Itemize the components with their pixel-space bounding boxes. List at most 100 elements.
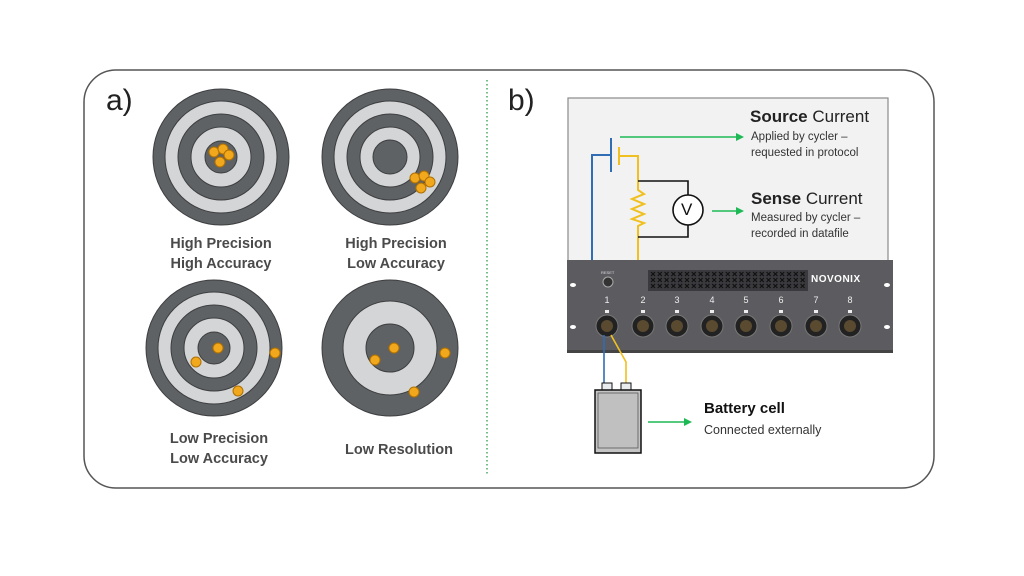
vent-slot [725, 283, 731, 289]
vent-slot [698, 283, 704, 289]
hit-dot [424, 176, 436, 188]
vent-slot [650, 283, 656, 289]
vent-slot [793, 271, 799, 277]
battery-subtitle: Connected externally [704, 423, 822, 437]
channel-connector-8 [838, 310, 862, 338]
target-label-4: Low Resolution [345, 442, 453, 458]
vent-slot [650, 277, 656, 283]
channel-number: 5 [743, 295, 749, 305]
target-3 [145, 279, 283, 417]
vent-slot [800, 271, 806, 277]
vent-slot [786, 283, 792, 289]
vent-slot [759, 271, 765, 277]
vent-slot [766, 271, 772, 277]
vent-slot [664, 277, 670, 283]
vent-slot [732, 271, 738, 277]
vent-slot [793, 277, 799, 283]
target-ring [372, 139, 408, 175]
hit-dot [415, 182, 427, 194]
channel-number: 3 [674, 295, 680, 305]
channel-number: 6 [778, 295, 784, 305]
channel-connector-3 [665, 310, 689, 338]
vent-slot [800, 277, 806, 283]
vent-slot [698, 271, 704, 277]
brand-logo: NOVONIX [811, 274, 861, 285]
sense-arrow [712, 207, 744, 215]
vent-slot [759, 283, 765, 289]
voltmeter-label: V [681, 200, 693, 219]
vent-slot [793, 283, 799, 289]
vent-slot [766, 283, 772, 289]
channel-connector-4 [700, 310, 724, 338]
vent-slot [772, 277, 778, 283]
vent-slot [745, 277, 751, 283]
vent-slot [772, 271, 778, 277]
hit-dot [212, 342, 224, 354]
vent-slot [800, 283, 806, 289]
vent-slot [657, 283, 663, 289]
target-2 [321, 88, 459, 226]
hit-dot [190, 356, 202, 368]
hit-dot [269, 347, 281, 359]
resistor [619, 155, 647, 262]
vent-slot [670, 271, 676, 277]
vent-slot [779, 283, 785, 289]
vent-slot [786, 271, 792, 277]
battery-yellow-lead [610, 334, 627, 386]
vent-slot [725, 271, 731, 277]
vent-slot [732, 283, 738, 289]
vent-slot [657, 271, 663, 277]
vent-slot [677, 283, 683, 289]
vent-slot [704, 271, 710, 277]
vent-slot [759, 277, 765, 283]
vent-slot [711, 277, 717, 283]
vent-slot [718, 283, 724, 289]
cycler-unit [567, 260, 893, 353]
hit-dot [369, 354, 381, 366]
channel-connector-6 [769, 310, 793, 338]
channel-connector-2 [631, 310, 655, 338]
hit-dot [232, 385, 244, 397]
vent-slot [738, 283, 744, 289]
vent-slot [745, 271, 751, 277]
vent-slot [772, 283, 778, 289]
battery-title: Battery cell [704, 400, 785, 417]
vent-slot [698, 277, 704, 283]
vent-slot [664, 271, 670, 277]
sense-current-desc: Measured by cycler –recorded in datafile [751, 212, 861, 240]
vent-slot [711, 271, 717, 277]
target-1 [152, 88, 290, 226]
panel-a-label: a) [106, 84, 133, 117]
battery-arrow [648, 418, 692, 426]
hit-dot [408, 386, 420, 398]
sense-wire-top [638, 180, 689, 195]
vent-slot [691, 271, 697, 277]
vent-slot [657, 277, 663, 283]
reset-label: RESET [601, 270, 615, 275]
channel-connector-5 [734, 310, 758, 338]
vent-slot [718, 277, 724, 283]
hit-dot [214, 156, 226, 168]
vent-slot [786, 277, 792, 283]
channel-connector-7 [804, 310, 828, 338]
vent-slot [704, 283, 710, 289]
source-current-heading: Source Current [750, 107, 870, 126]
vent-slot [684, 283, 690, 289]
vent-slot [725, 277, 731, 283]
vent-slot [691, 283, 697, 289]
target-4 [321, 279, 459, 417]
sense-current-heading: Sense Current [751, 189, 863, 208]
vent-slot [779, 271, 785, 277]
vent-slot [752, 271, 758, 277]
sense-wire-bottom [638, 225, 689, 238]
vent-slot [738, 271, 744, 277]
hit-dot [409, 172, 421, 184]
vent-slot [704, 277, 710, 283]
panel-b-label: b) [508, 84, 535, 117]
channel-number: 1 [604, 295, 610, 305]
hit-dot [208, 146, 220, 158]
